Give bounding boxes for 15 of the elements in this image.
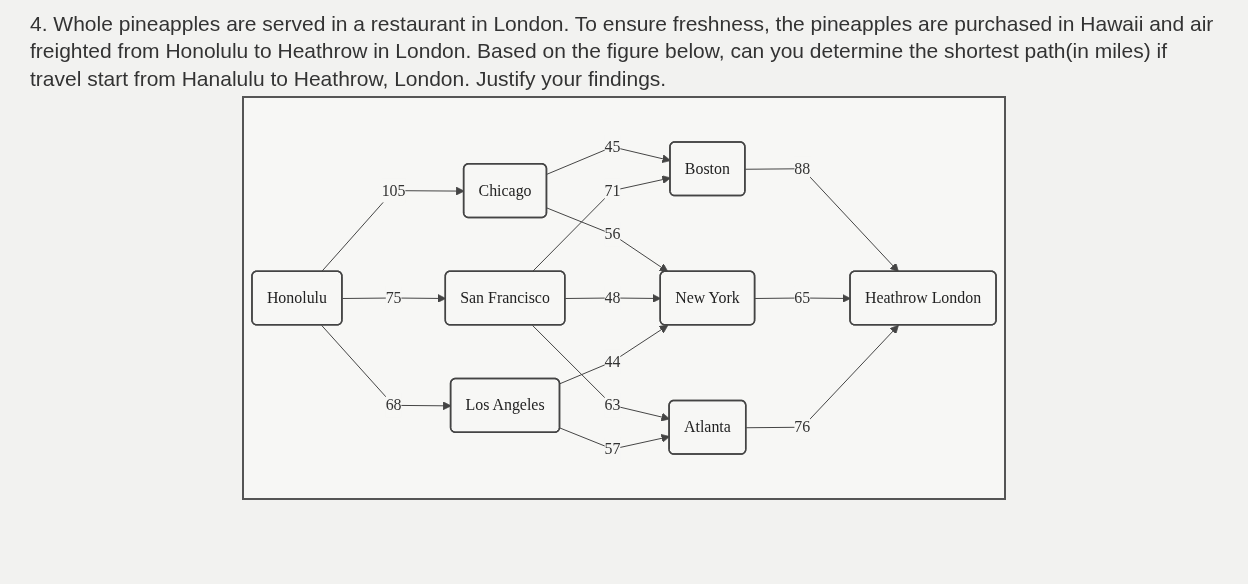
edge-label: 88: [794, 159, 811, 177]
edge-label: 48: [604, 288, 621, 306]
edge-label: 45: [604, 137, 621, 155]
edge-label: 68: [385, 396, 402, 414]
edge-label: 57: [604, 440, 621, 457]
edge-label: 76: [794, 418, 811, 436]
edge-label: 65: [794, 288, 811, 306]
edge-label: 44: [604, 352, 621, 370]
question-text: 4. Whole pineapples are served in a restaurant in London. To ensure freshness, the pineapples are purchased in Hawaii and air freighted from Honolulu to Heathrow in London. Based on the figure below, can you determine the shortest path(in miles) if travel start from Hanalulu to Heathrow, London. Justify your findings.: [30, 11, 1215, 92]
edge-label: 63: [604, 396, 621, 414]
edge-label: 75: [385, 288, 402, 306]
edge-label: 105: [381, 181, 406, 199]
edge-label: 71: [604, 181, 621, 199]
arrow: [559, 427, 670, 450]
edge-label: 56: [604, 225, 621, 243]
